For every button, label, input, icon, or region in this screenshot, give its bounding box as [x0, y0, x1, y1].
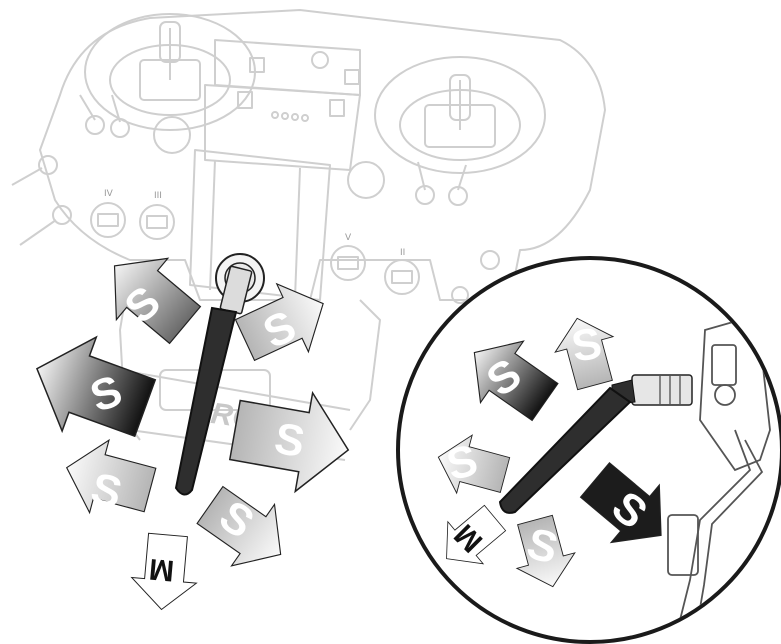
port-v: [330, 245, 366, 281]
port-label-v: V: [345, 233, 352, 243]
transmitter-body: [39, 9, 606, 301]
port-label-ii: II: [400, 248, 405, 258]
port-label-iv: IV: [104, 189, 114, 199]
port-iv: [90, 202, 126, 238]
antenna-main: [174, 253, 265, 496]
transmitter-outline: [11, 9, 606, 461]
transmitter-side-detail: [667, 318, 771, 621]
port-label-iii: III: [154, 191, 162, 201]
right-gimbal: [374, 56, 546, 174]
antenna-inset: [498, 374, 693, 514]
port-ii: [384, 259, 420, 295]
zoom-inset: S S S S S M: [396, 256, 781, 644]
arrow-letter-m: M: [148, 552, 176, 587]
port-iii: [139, 204, 175, 240]
